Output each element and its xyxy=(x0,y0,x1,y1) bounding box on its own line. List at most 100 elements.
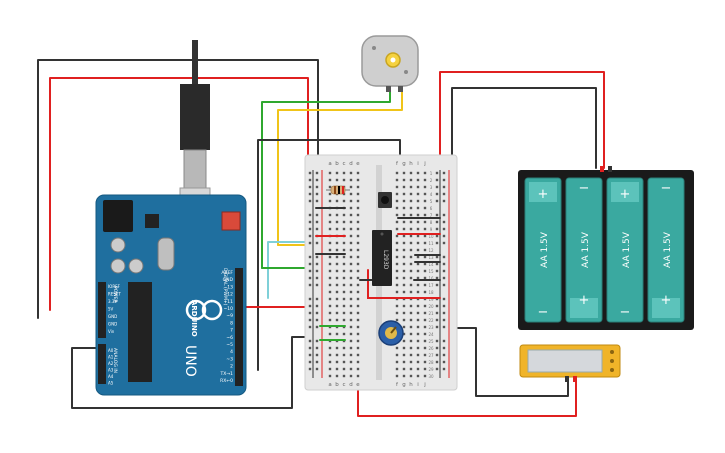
bb-rail-hole xyxy=(315,171,319,175)
bb-rail-hole xyxy=(442,360,446,364)
bb-rail-hole xyxy=(308,227,312,231)
bb-hole xyxy=(349,227,353,231)
bb-rail-hole xyxy=(442,185,446,189)
battery-minus: − xyxy=(579,181,590,196)
bb-hole xyxy=(356,339,360,343)
bb-hole xyxy=(402,185,406,189)
bb-rail-hole xyxy=(308,262,312,266)
bb-hole xyxy=(328,297,332,301)
bb-col-letter: e xyxy=(356,161,360,167)
bb-hole xyxy=(328,353,332,357)
bb-col-letter: a xyxy=(328,161,331,167)
battery-minus: − xyxy=(661,181,672,196)
bb-rail-hole xyxy=(315,325,319,329)
bb-hole xyxy=(402,227,406,231)
header-label-power: 5V xyxy=(108,307,114,312)
bb-hole xyxy=(423,262,427,266)
bb-rail-hole xyxy=(308,360,312,364)
bb-hole xyxy=(395,367,399,371)
bb-hole xyxy=(416,339,420,343)
bb-hole xyxy=(416,332,420,336)
battery-cells: +−AA 1.5V+−AA 1.5V+−AA 1.5V+−AA 1.5V xyxy=(524,177,685,323)
bb-hole xyxy=(328,304,332,308)
bb-hole xyxy=(395,269,399,273)
bb-rail-hole xyxy=(315,367,319,371)
bb-hole xyxy=(402,220,406,224)
bb-col-letter: h xyxy=(409,382,413,388)
bb-hole xyxy=(342,220,346,224)
bb-hole xyxy=(349,325,353,329)
bb-hole xyxy=(423,367,427,371)
bb-col-letter: e xyxy=(356,382,360,388)
bb-hole xyxy=(328,192,332,196)
bb-hole xyxy=(416,171,420,175)
bb-rail-hole xyxy=(308,199,312,203)
bb-hole xyxy=(335,227,339,231)
bb-rail-hole xyxy=(315,227,319,231)
bb-hole xyxy=(328,199,332,203)
bb-row-number: 6 xyxy=(430,206,433,211)
bb-hole xyxy=(409,227,413,231)
bb-hole xyxy=(335,297,339,301)
bb-hole xyxy=(349,367,353,371)
bb-rail-hole xyxy=(435,241,439,245)
bb-hole xyxy=(409,234,413,238)
bb-hole xyxy=(409,199,413,203)
bb-hole xyxy=(328,248,332,252)
bb-hole xyxy=(356,311,360,315)
battery-label: AA 1.5V xyxy=(622,231,632,268)
bb-rail-hole xyxy=(308,346,312,350)
bb-rail-hole xyxy=(308,311,312,315)
bb-hole xyxy=(335,220,339,224)
bb-rail-hole xyxy=(442,311,446,315)
bb-hole xyxy=(416,318,420,322)
bb-row-number: 20 xyxy=(428,304,434,309)
battery-minus: − xyxy=(538,305,549,320)
bb-hole xyxy=(335,276,339,280)
bb-hole xyxy=(409,339,413,343)
header-label-digital: ~6 xyxy=(226,335,233,341)
bb-hole xyxy=(423,332,427,336)
potentiometer xyxy=(378,320,404,346)
bb-hole xyxy=(328,227,332,231)
bb-hole xyxy=(402,318,406,322)
header-label-power: 3.3V xyxy=(108,299,117,304)
bb-hole xyxy=(402,325,406,329)
bb-hole xyxy=(328,262,332,266)
bb-hole xyxy=(423,339,427,343)
bb-hole xyxy=(409,255,413,259)
bb-hole xyxy=(342,367,346,371)
bb-row-number: 15 xyxy=(428,269,434,274)
bb-hole xyxy=(328,318,332,322)
bb-rail-hole xyxy=(442,304,446,308)
arduino-uno-board: ARDUINO UNO DIGITAL (PWM~) POWER ANALOG … xyxy=(95,194,247,396)
bb-hole xyxy=(342,374,346,378)
bb-hole xyxy=(395,290,399,294)
bb-rail-hole xyxy=(315,185,319,189)
bb-hole xyxy=(409,171,413,175)
bb-rail-hole xyxy=(308,353,312,357)
capacitor-3 xyxy=(128,258,144,274)
bb-hole xyxy=(402,311,406,315)
bb-row-number: 24 xyxy=(428,332,434,337)
header-label-digital: RX←0 xyxy=(220,378,233,384)
battery-plus: + xyxy=(538,187,549,202)
header-label-digital: GND xyxy=(223,277,234,283)
bb-hole xyxy=(416,234,420,238)
bb-hole xyxy=(328,311,332,315)
bb-hole xyxy=(409,283,413,287)
bb-hole xyxy=(402,367,406,371)
bb-hole xyxy=(395,185,399,189)
bb-rail-hole xyxy=(435,227,439,231)
bb-hole xyxy=(416,367,420,371)
bb-rail-hole xyxy=(442,318,446,322)
battery-cell: +−AA 1.5V xyxy=(524,177,562,323)
bb-hole xyxy=(416,325,420,329)
bb-col-letter: b xyxy=(335,161,339,167)
bb-row-number: 16 xyxy=(428,276,434,281)
bb-hole xyxy=(335,311,339,315)
bb-col-letter: d xyxy=(349,382,353,388)
analog-header xyxy=(98,344,106,384)
